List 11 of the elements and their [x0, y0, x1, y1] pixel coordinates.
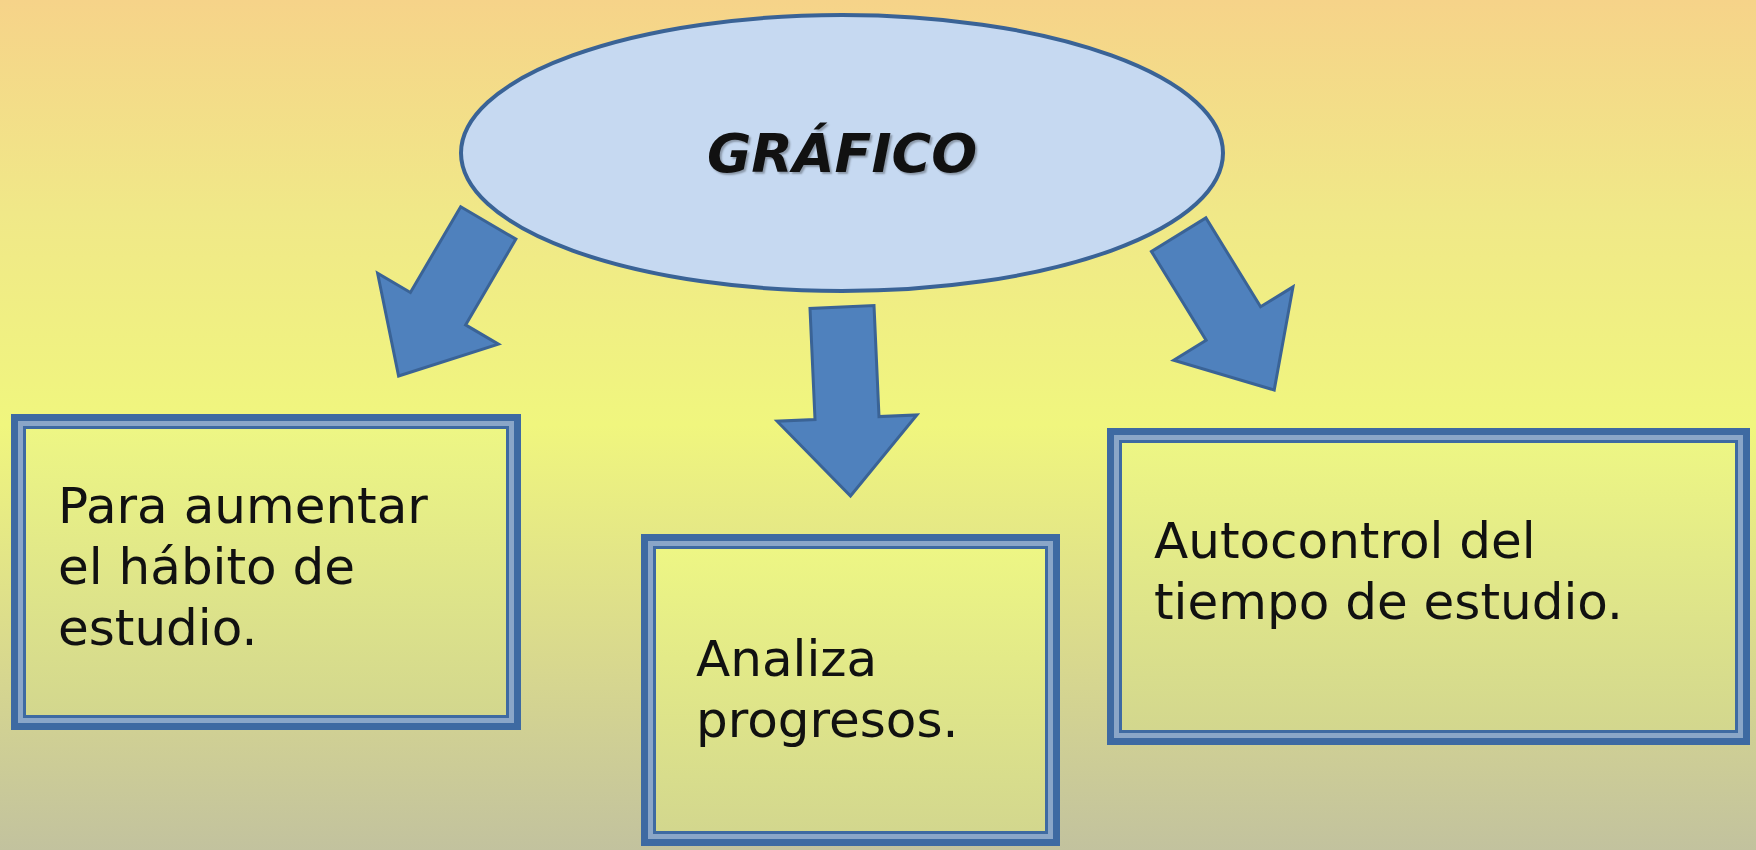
title-ellipse	[459, 13, 1225, 293]
title-text: GRÁFICO	[706, 121, 978, 185]
text-box	[11, 414, 521, 730]
block-arrow	[375, 204, 518, 378]
text-box	[1107, 428, 1750, 745]
box-text: Autocontrol del tiempo de estudio.	[1154, 510, 1624, 633]
text-box	[641, 534, 1060, 846]
box-text: Analiza progresos.	[696, 629, 960, 751]
block-arrow	[773, 304, 921, 499]
block-arrow	[1149, 215, 1296, 392]
box-text: Para aumentar el hábito de estudio.	[58, 475, 429, 659]
